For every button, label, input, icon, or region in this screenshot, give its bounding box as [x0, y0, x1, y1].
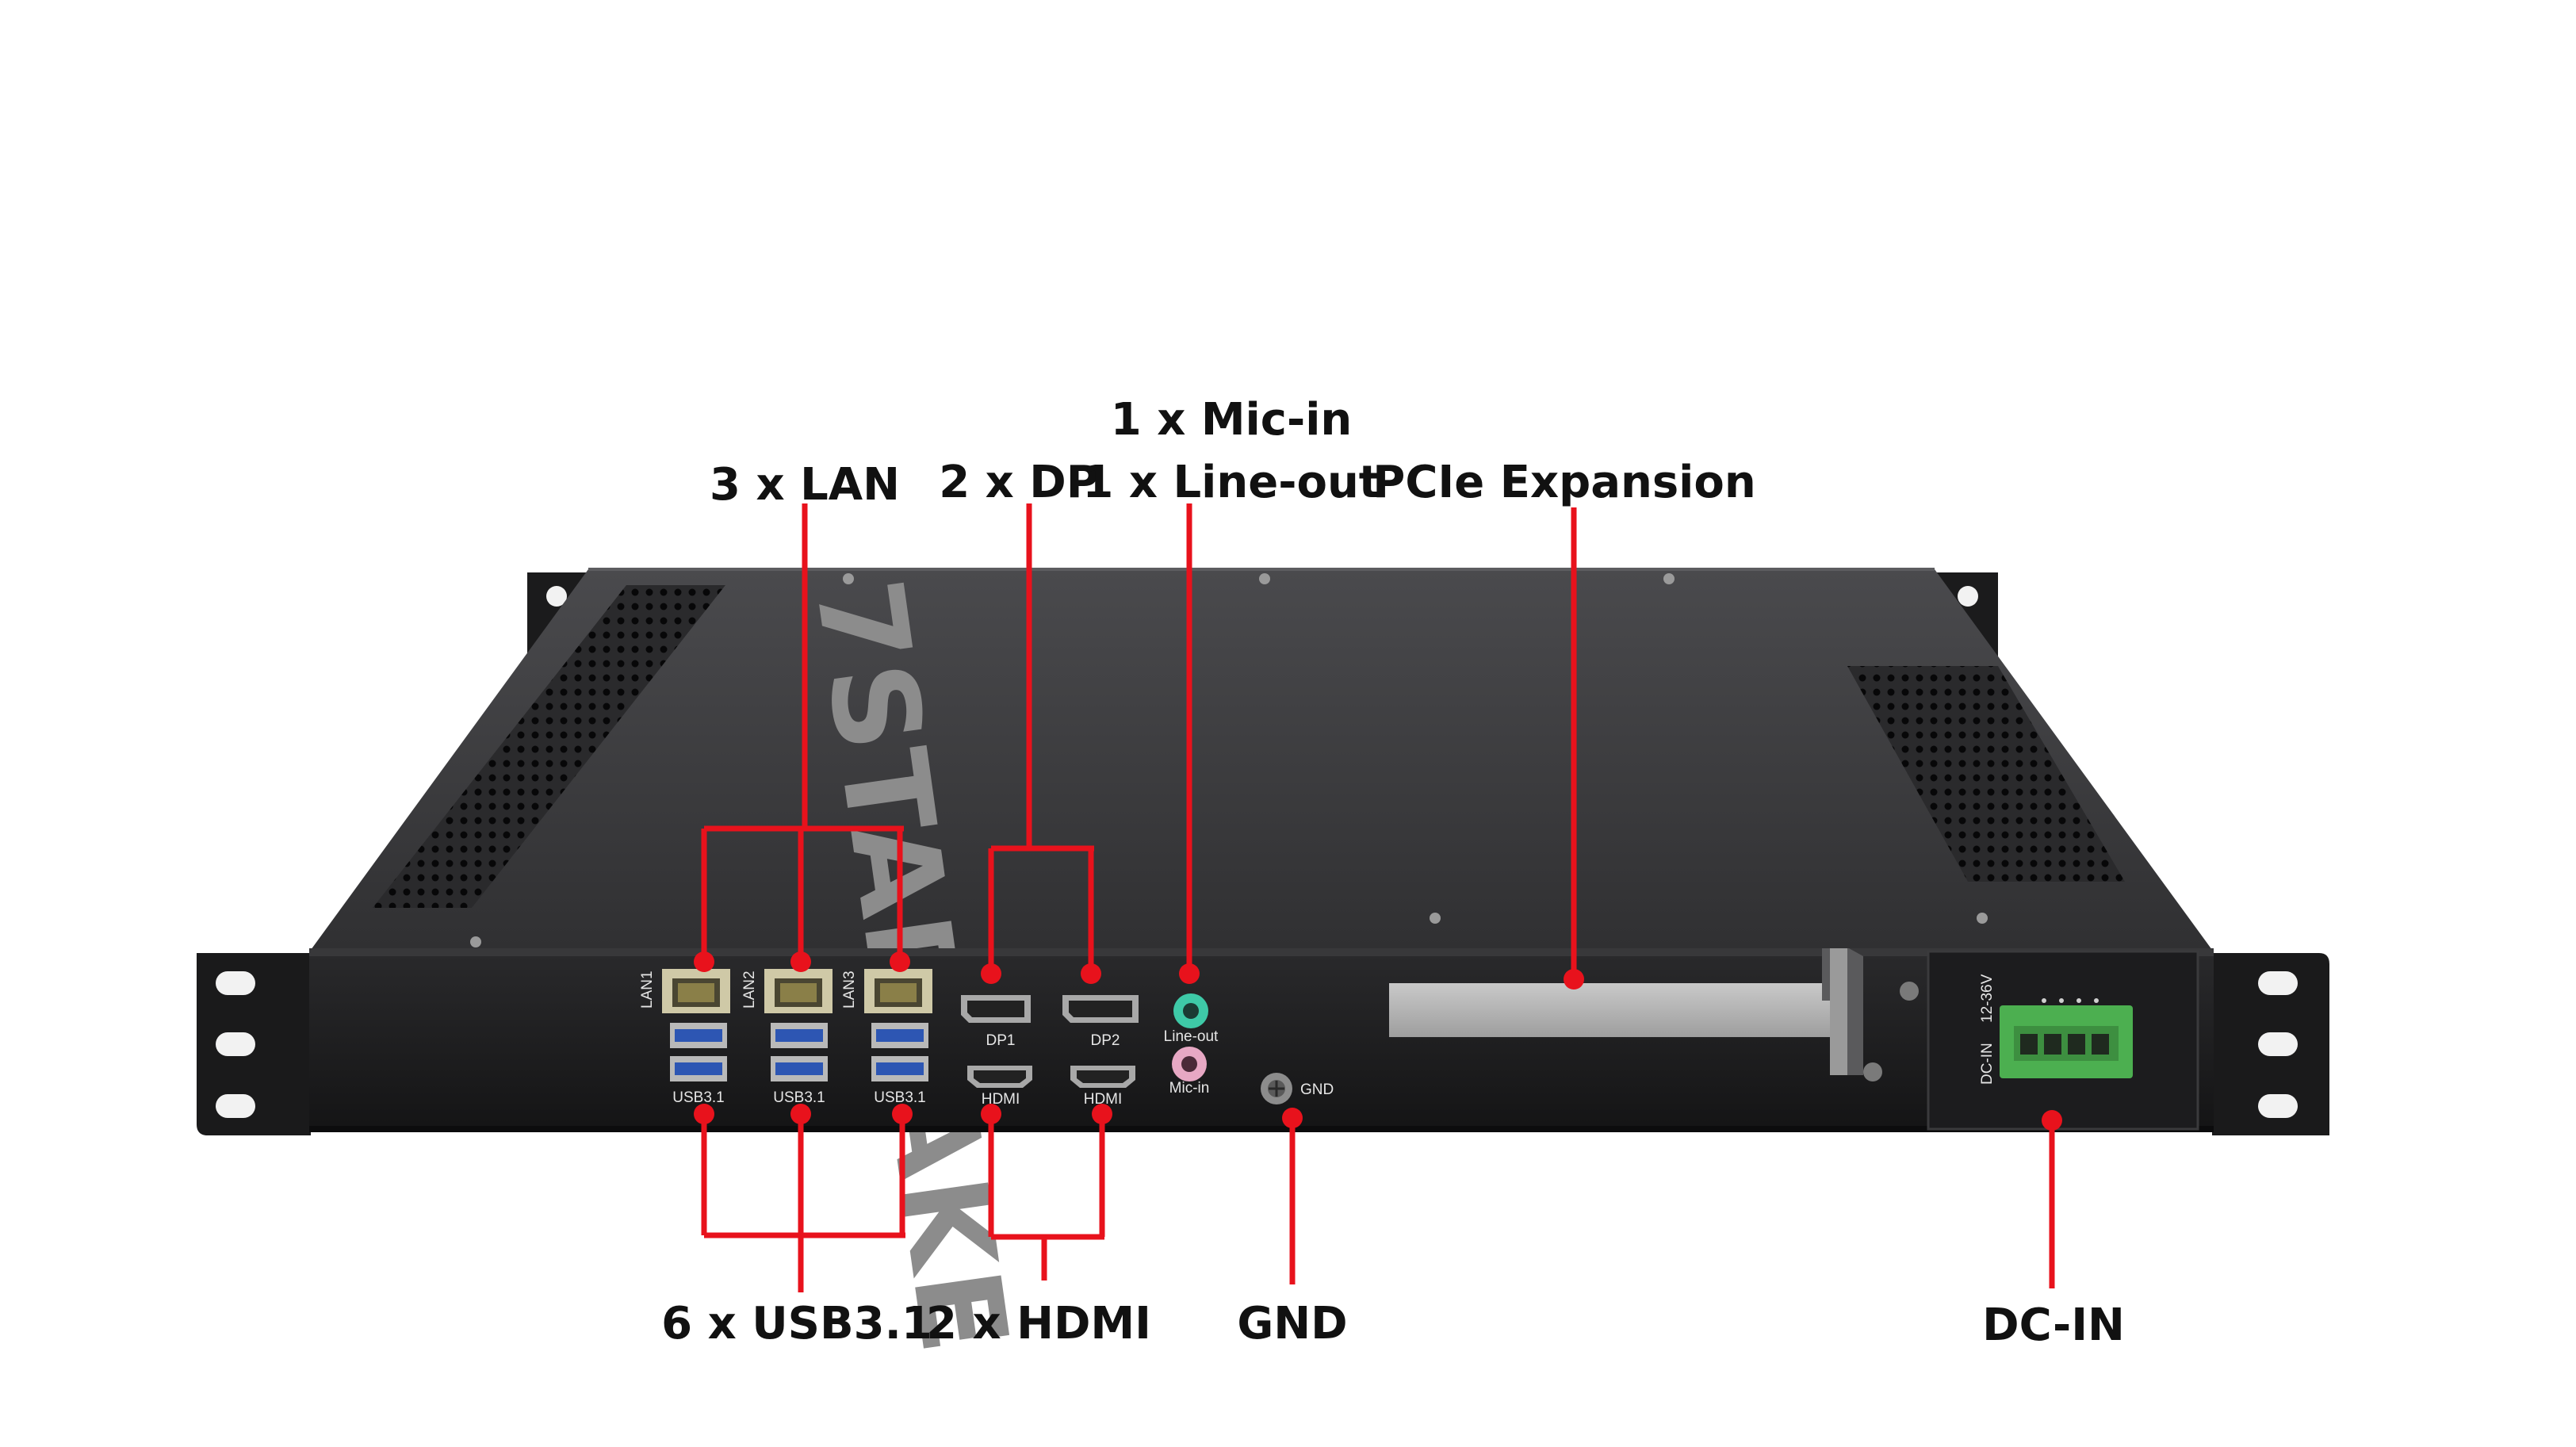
callout-lines: [701, 503, 2055, 1292]
hdmi-ports: HDMI HDMI: [967, 1066, 1135, 1108]
vent-left: [373, 585, 725, 908]
usb-column-2: USB3.1: [771, 1023, 828, 1106]
dc-in-connector: DC-IN 12-36V: [1979, 974, 2133, 1085]
line-out-label: Line-out: [1164, 1028, 1219, 1045]
voltage-label: 12-36V: [1979, 974, 1996, 1023]
dp2-dot: [1081, 963, 1101, 984]
pcie-callout-label: PCIe Expansion: [1372, 457, 1755, 508]
hdmi-label-1: HDMI: [982, 1091, 1020, 1108]
chassis: 7STARLAKE: [197, 568, 2329, 1362]
pcie-dot: [1564, 969, 1584, 990]
lan2-dot: [790, 951, 811, 972]
lan2-label: LAN2: [741, 970, 758, 1009]
lan3-dot: [890, 951, 910, 972]
top-cover: [311, 569, 2212, 950]
dp1-label: DP1: [986, 1032, 1016, 1049]
lan-port-3: LAN3: [841, 969, 932, 1013]
pcie-slot: [1389, 948, 1919, 1081]
audio-dot: [1179, 963, 1200, 984]
lan3-label: LAN3: [841, 970, 858, 1009]
hdmi-port-1: HDMI: [967, 1066, 1032, 1108]
hdmi2-dot: [1092, 1104, 1112, 1124]
line-out-callout-label: 1 x Line-out: [1082, 457, 1380, 508]
lan-callout-line: [701, 503, 904, 959]
hdmi-callout-line: [988, 1114, 1105, 1280]
terminal-block-icon: [2000, 998, 2133, 1078]
usb-ports: USB3.1 USB3.1 USB3.1: [670, 1023, 928, 1106]
lan-port-1: LAN1: [639, 969, 730, 1013]
mic-in-callout-label: 1 x Mic-in: [1111, 394, 1353, 446]
displayport-ports: DP1 DP2: [961, 995, 1139, 1049]
dc-in-label: DC-IN: [1979, 1043, 1996, 1085]
gnd-callout-label: GND: [1237, 1298, 1347, 1349]
dp-port-2: DP2: [1062, 995, 1139, 1049]
usb-label-1: USB3.1: [672, 1089, 724, 1106]
front-rack-ear-right: [2212, 953, 2329, 1135]
front-panel: [309, 948, 2214, 1132]
lan-port-2: LAN2: [741, 969, 833, 1013]
callout-labels: 3 x LAN 2 x DP 1 x Mic-in 1 x Line-out P…: [661, 394, 2125, 1351]
vent-right: [1847, 666, 2125, 882]
dp2-label: DP2: [1091, 1032, 1120, 1049]
lan1-dot: [694, 951, 714, 972]
ground-screw-icon: [1261, 1073, 1292, 1104]
hdmi-label-2: HDMI: [1084, 1091, 1123, 1108]
mic-in-jack: Mic-in: [1169, 1047, 1210, 1097]
hdmi-callout-label: 2 x HDMI: [926, 1298, 1151, 1349]
gnd-label: GND: [1300, 1081, 1334, 1098]
hdmi1-dot: [981, 1104, 1001, 1124]
dp-callout-line: [988, 503, 1094, 974]
dcin-callout-label: DC-IN: [1982, 1300, 2125, 1351]
usb1-dot: [694, 1104, 714, 1124]
callout-dots: [694, 951, 2062, 1131]
usb-callout-line: [701, 1114, 905, 1292]
hdmi-port-2: HDMI: [1070, 1066, 1135, 1108]
usb-column-1: USB3.1: [670, 1023, 727, 1106]
dp1-dot: [981, 963, 1001, 984]
dp-callout-label: 2 x DP: [939, 457, 1099, 508]
lan1-label: LAN1: [639, 970, 656, 1009]
dp-port-1: DP1: [961, 995, 1031, 1049]
line-out-jack: Line-out: [1164, 993, 1219, 1045]
lan-ports: LAN1 LAN2 LAN3: [639, 969, 932, 1013]
ground-screw: GND: [1261, 1073, 1334, 1104]
usb-column-3: USB3.1: [871, 1023, 928, 1106]
usb3-dot: [892, 1104, 913, 1124]
audio-jacks: Line-out Mic-in: [1164, 993, 1219, 1097]
gnd-dot: [1282, 1108, 1303, 1128]
lan-callout-label: 3 x LAN: [710, 459, 900, 511]
usb2-dot: [790, 1104, 811, 1124]
front-rack-ear-left: [197, 953, 311, 1135]
usb-label-2: USB3.1: [773, 1089, 825, 1106]
usb-callout-label: 6 x USB3.1: [661, 1298, 932, 1349]
mic-in-label: Mic-in: [1169, 1080, 1210, 1097]
usb-label-3: USB3.1: [874, 1089, 925, 1106]
dcin-dot: [2042, 1110, 2062, 1131]
